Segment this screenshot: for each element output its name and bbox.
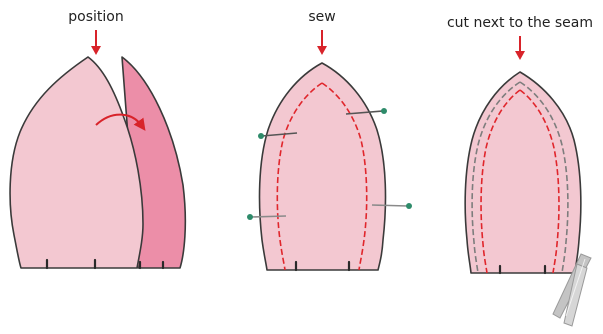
step-1-group <box>10 30 185 268</box>
down-arrow-icon <box>515 36 525 60</box>
fabric-panel-front <box>10 57 143 268</box>
sewn-panel <box>260 63 386 270</box>
step-2-group <box>247 30 412 270</box>
down-arrow-icon <box>317 30 327 55</box>
down-arrow-icon <box>91 30 101 55</box>
step-3-group <box>465 36 591 326</box>
